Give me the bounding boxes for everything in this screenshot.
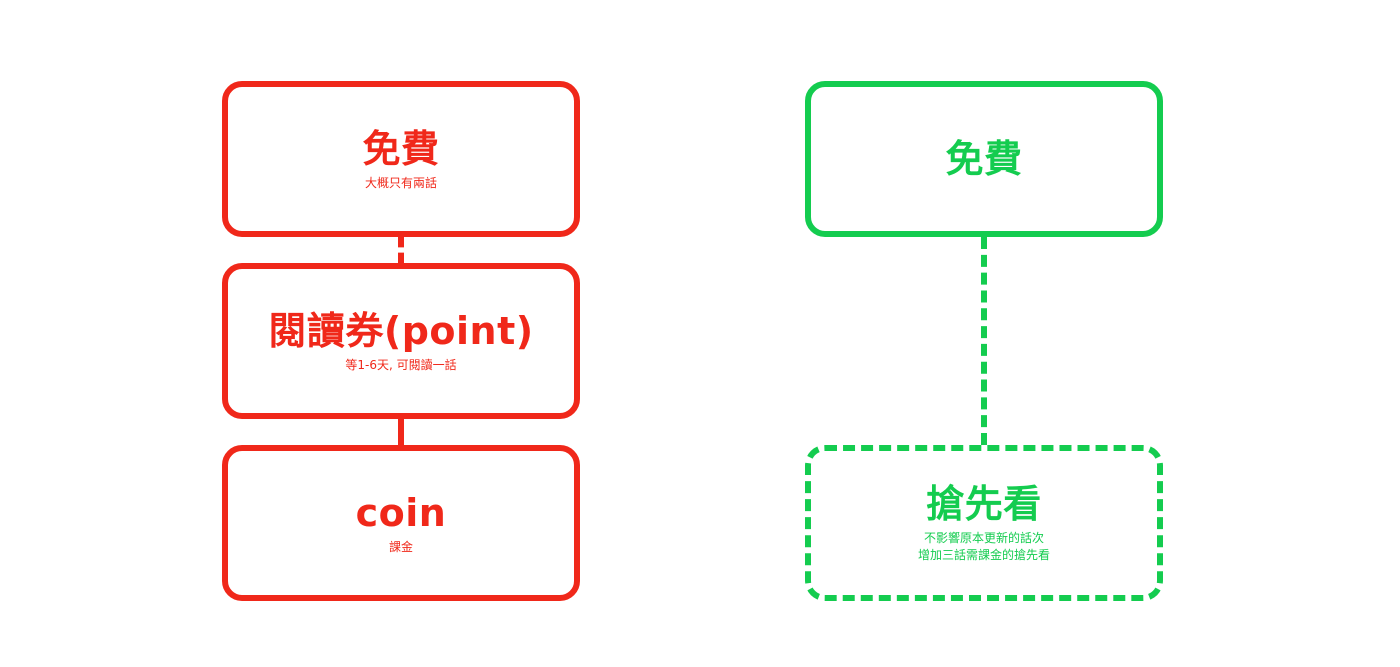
free-title-right: 免費: [945, 137, 1023, 181]
early-access-subtitle-line1: 不影響原本更新的話次: [923, 531, 1044, 545]
free-box-right: 免費: [805, 81, 1163, 237]
connector-point-to-coin: [398, 419, 404, 445]
coin-title: coin: [355, 490, 447, 535]
point-subtitle: 等1-6天, 可閱讀一話: [345, 357, 457, 372]
free-title-left: 免費: [362, 126, 440, 171]
early-access-title: 搶先看: [926, 482, 1042, 526]
coin-subtitle: 課金: [388, 539, 413, 554]
coin-box: coin 課金: [222, 445, 580, 601]
free-box-left: 免費 大概只有兩話: [222, 81, 580, 237]
early-access-box: 搶先看 不影響原本更新的話次 增加三話需課金的搶先看: [805, 445, 1163, 601]
early-access-subtitle-line2: 增加三話需課金的搶先看: [917, 548, 1050, 562]
connector-free-to-point: [398, 237, 404, 263]
point-title: 閱讀券(point): [268, 308, 534, 353]
free-subtitle-left: 大概只有兩話: [364, 175, 437, 190]
point-box: 閱讀券(point) 等1-6天, 可閱讀一話: [222, 263, 580, 419]
early-access-subtitle: 不影響原本更新的話次 增加三話需課金的搶先看: [918, 530, 1050, 564]
connector-free-to-early: [981, 237, 987, 445]
